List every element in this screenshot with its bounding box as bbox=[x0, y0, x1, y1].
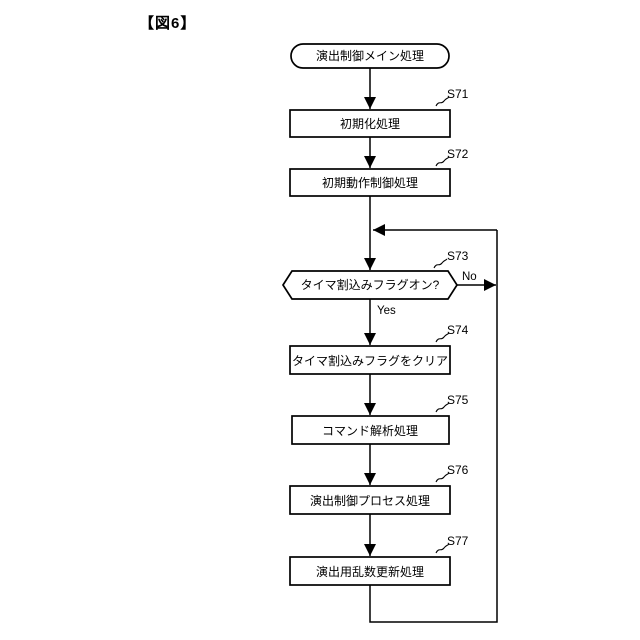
s77-label: 演出用乱数更新処理 bbox=[316, 564, 424, 579]
node-s71: 初期化処理 S71 bbox=[289, 87, 469, 138]
s77-step-id: S77 bbox=[447, 534, 469, 548]
s76-lead-line bbox=[435, 472, 450, 483]
s71-lead-line bbox=[435, 96, 450, 107]
s77-lead-line bbox=[435, 543, 450, 554]
node-s76: 演出制御プロセス処理 S76 bbox=[289, 463, 469, 515]
no-branch-label: No bbox=[462, 271, 477, 283]
figure-number-label: 【図6】 bbox=[139, 15, 197, 32]
s74-label: タイマ割込みフラグをクリア bbox=[292, 353, 448, 368]
s71-label: 初期化処理 bbox=[340, 117, 400, 131]
s73-lead-line bbox=[433, 258, 448, 269]
s71-process-box bbox=[289, 109, 451, 138]
s72-step-id: S72 bbox=[447, 147, 469, 161]
s72-lead-line bbox=[435, 156, 450, 167]
loop-return-line bbox=[369, 230, 498, 623]
s74-process-box bbox=[289, 345, 451, 375]
s73-decision-hexagon bbox=[281, 270, 459, 300]
connectors bbox=[364, 68, 498, 623]
s75-step-id: S75 bbox=[447, 393, 469, 407]
s75-label: コマンド解析処理 bbox=[322, 424, 418, 438]
s75-process-box bbox=[291, 415, 450, 445]
node-s75: コマンド解析処理 S75 bbox=[291, 393, 469, 445]
s74-step-id: S74 bbox=[447, 323, 469, 337]
node-start: 演出制御メイン処理 bbox=[290, 43, 450, 69]
node-s72: 初期動作制御処理 S72 bbox=[289, 147, 469, 197]
s72-process-box bbox=[289, 168, 451, 197]
s72-label: 初期動作制御処理 bbox=[322, 175, 418, 190]
s73-label: タイマ割込みフラグオン? bbox=[301, 277, 440, 292]
node-s73: タイマ割込みフラグオン? S73 No Yes bbox=[281, 249, 477, 317]
s75-lead-line bbox=[435, 402, 450, 413]
node-s74: タイマ割込みフラグをクリア S74 bbox=[289, 323, 469, 375]
s77-process-box bbox=[289, 556, 451, 586]
yes-branch-label: Yes bbox=[377, 305, 396, 317]
s73-step-id: S73 bbox=[447, 249, 469, 263]
s76-label: 演出制御プロセス処理 bbox=[310, 493, 430, 508]
node-s77: 演出用乱数更新処理 S77 bbox=[289, 534, 469, 586]
start-label: 演出制御メイン処理 bbox=[316, 48, 424, 63]
s76-process-box bbox=[289, 485, 451, 515]
start-terminator-shape bbox=[290, 43, 450, 69]
s74-lead-line bbox=[435, 332, 450, 343]
s71-step-id: S71 bbox=[447, 87, 469, 101]
s76-step-id: S76 bbox=[447, 463, 469, 477]
